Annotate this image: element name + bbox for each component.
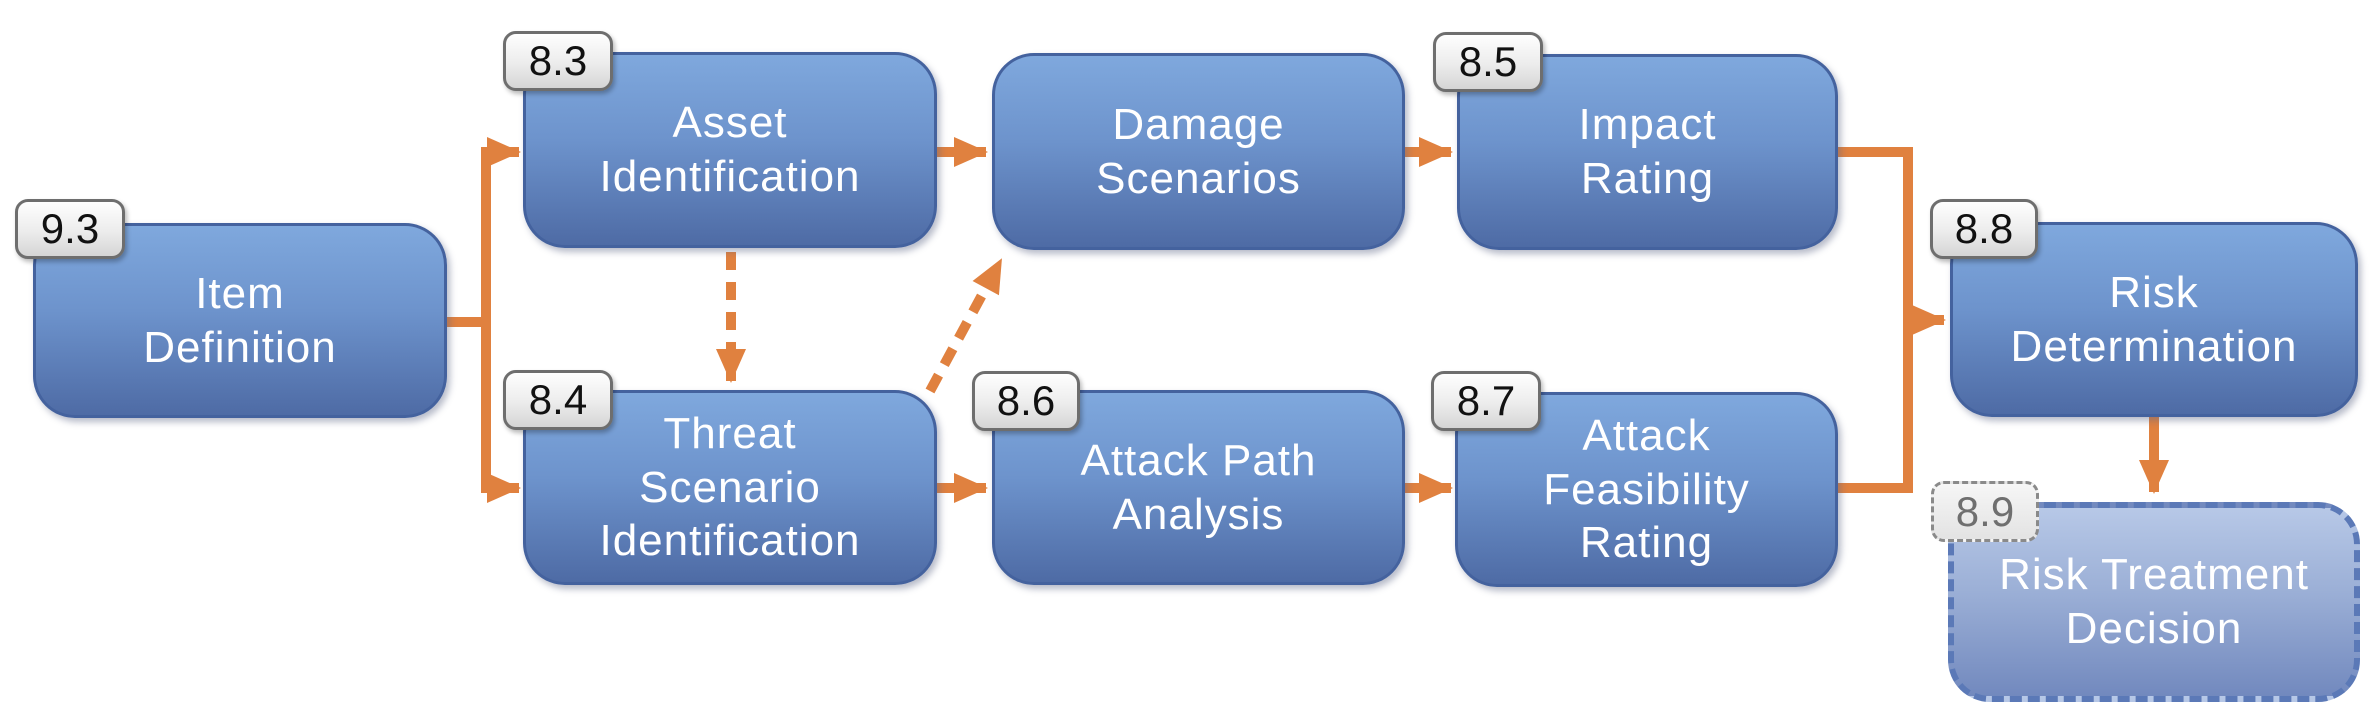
node-label: Risk Treatment Decision	[1999, 550, 2309, 653]
clause-tag-item-definition: 9.3	[15, 199, 125, 259]
node-label: Damage Scenarios	[1096, 99, 1301, 203]
clause-tag-threat-scenario: 8.4	[503, 370, 613, 430]
node-label: Item Definition	[143, 268, 337, 372]
node-label: Attack Feasibility Rating	[1543, 410, 1750, 568]
clause-tag-impact-rating: 8.5	[1433, 32, 1543, 92]
edge-threat-to-damage-dashed	[925, 257, 1006, 394]
edge-right-merge-elbow	[1836, 147, 1913, 493]
node-label: Asset Identification	[599, 98, 861, 201]
clause-tag-risk-treatment: 8.9	[1931, 481, 2039, 542]
node-label: Attack Path Analysis	[1080, 435, 1317, 539]
clause-tag-attack-feasibility: 8.7	[1431, 371, 1541, 431]
node-label: Impact Rating	[1578, 100, 1717, 203]
clause-tag-asset-identification: 8.3	[503, 31, 613, 91]
node-label: Threat Scenario Identification	[599, 408, 861, 566]
clause-tag-risk-determination: 8.8	[1930, 199, 2038, 259]
node-label: Risk Determination	[2010, 267, 2298, 371]
node-risk-treatment-decision: Risk Treatment Decision	[1948, 502, 2360, 702]
clause-tag-attack-path: 8.6	[972, 371, 1080, 431]
node-damage-scenarios: Damage Scenarios	[992, 53, 1405, 250]
